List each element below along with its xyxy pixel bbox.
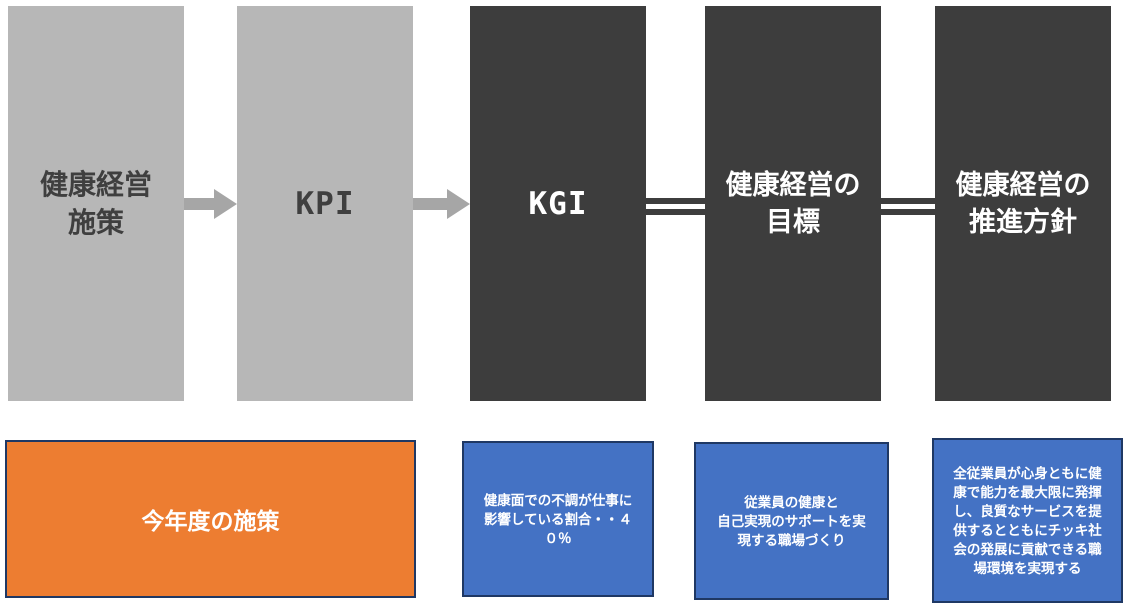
- equals-connector-icon: [881, 198, 935, 215]
- arrow-head: [214, 189, 237, 219]
- flow-box-goal: 健康経営の 目標: [705, 6, 881, 401]
- bottom-box-kgi-detail-label: 健康面での不調が仕事に 影響している割合・・４ ０％: [483, 492, 633, 546]
- flow-box-policy-label: 健康経営の 推進方針: [955, 169, 1091, 237]
- flow-box-kpi: KPI: [237, 6, 413, 401]
- flow-box-policy: 健康経営の 推進方針: [935, 6, 1111, 401]
- right-arrow-icon: [184, 189, 237, 219]
- flow-box-kgi: KGI: [470, 6, 646, 401]
- flow-box-goal-label: 健康経営の 目標: [725, 169, 861, 237]
- equals-bar: [881, 209, 935, 215]
- arrow-shaft: [184, 198, 216, 210]
- flow-box-kpi-label: KPI: [295, 185, 355, 222]
- bottom-box-this-year-measures: 今年度の施策: [5, 440, 416, 598]
- bottom-box-goal-detail: 従業員の健康と 自己実現のサポートを実 現する職場づくり: [694, 442, 889, 600]
- flow-box-kgi-label: KGI: [528, 185, 588, 222]
- bottom-box-policy-detail-label: 全従業員が心身ともに健 康で能力を最大限に発揮 し、良質なサービスを提 供すると…: [953, 465, 1102, 576]
- arrow-head: [447, 189, 470, 219]
- right-arrow-icon: [413, 189, 470, 219]
- flow-box-health-measures: 健康経営 施策: [8, 6, 184, 401]
- equals-bar: [646, 209, 705, 215]
- flow-box-health-measures-label: 健康経営 施策: [39, 168, 152, 238]
- bottom-box-kgi-detail: 健康面での不調が仕事に 影響している割合・・４ ０％: [462, 441, 654, 597]
- equals-connector-icon: [646, 198, 705, 215]
- bottom-box-this-year-measures-label: 今年度の施策: [141, 508, 280, 534]
- bottom-box-goal-detail-label: 従業員の健康と 自己実現のサポートを実 現する職場づくり: [717, 494, 866, 548]
- equals-bar: [881, 198, 935, 204]
- arrow-shaft: [413, 198, 449, 210]
- bottom-box-policy-detail: 全従業員が心身ともに健 康で能力を最大限に発揮 し、良質なサービスを提 供すると…: [932, 438, 1123, 603]
- equals-bar: [646, 198, 705, 204]
